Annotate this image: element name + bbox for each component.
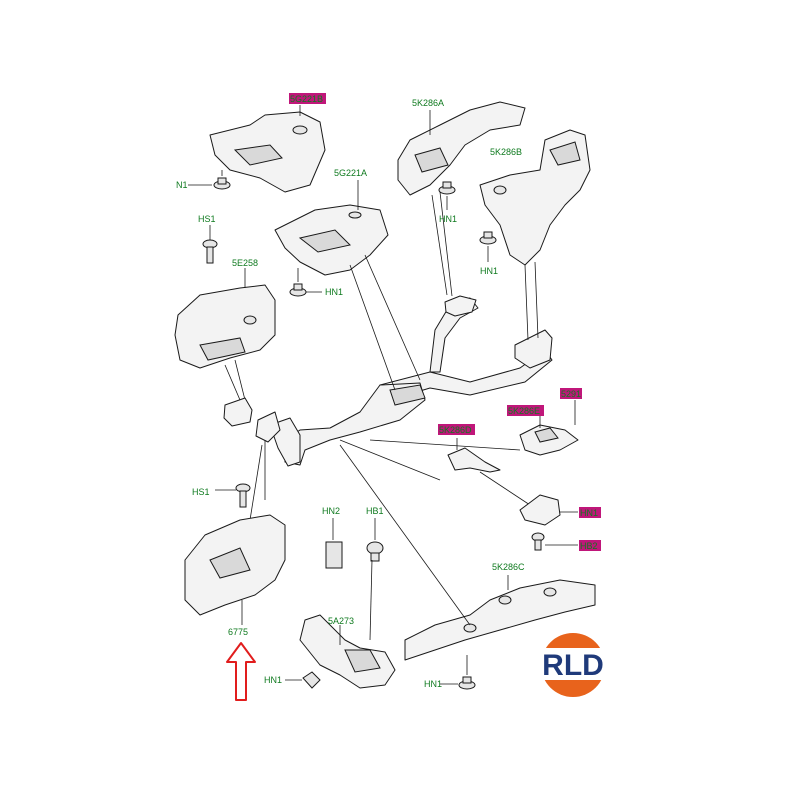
screw-hs1-top — [202, 225, 218, 264]
label-6775: 6775 — [228, 627, 248, 637]
exhaust-pipe-assembly — [269, 295, 553, 467]
nut-hn1-c — [479, 231, 497, 262]
screw-hs1-bottom — [215, 483, 251, 508]
label-5k286e: 5K286E — [508, 406, 540, 416]
nut-hn1-b — [438, 181, 456, 210]
bolt-hb1 — [366, 518, 384, 562]
heat-shield-5k286b — [479, 129, 591, 341]
highlight-hb2 — [579, 540, 601, 551]
heat-shield-5e258 — [174, 268, 276, 401]
heat-shield-5k286d — [339, 438, 531, 506]
label-hb1: HB1 — [366, 506, 384, 516]
label-5g221a: 5G221A — [334, 168, 367, 178]
heat-shield-5k286a — [397, 101, 526, 297]
heat-shield-5k286c — [339, 444, 596, 661]
label-hs1-bottom: HS1 — [192, 487, 210, 497]
label-hb2: HB2 — [580, 541, 598, 551]
label-hn1-b: HN1 — [439, 214, 457, 224]
label-5291: 5291 — [561, 389, 581, 399]
rld-logo-text: RLD — [542, 649, 604, 682]
bracket-hn1-d — [519, 494, 578, 526]
label-hn1-e: HN1 — [264, 675, 282, 685]
heat-shield-5a273 — [299, 559, 396, 689]
clip-hn1-e — [285, 671, 321, 689]
nut-n1 — [188, 170, 231, 190]
label-5a273: 5A273 — [328, 616, 354, 626]
label-n1: N1 — [176, 180, 188, 190]
highlight-5k286d — [438, 424, 475, 435]
label-hs1-top: HS1 — [198, 214, 216, 224]
heat-shield-5k286e — [369, 400, 579, 456]
label-hn2: HN2 — [322, 506, 340, 516]
bolt-hb2 — [531, 532, 578, 551]
nut-hn1-a — [289, 268, 322, 297]
label-5g221b: 5G221B — [290, 94, 323, 104]
label-hn1-f: HN1 — [424, 679, 442, 689]
highlight-5291 — [560, 388, 582, 399]
label-5k286a: 5K286A — [412, 98, 444, 108]
label-hn1-c: HN1 — [480, 266, 498, 276]
label-5k286b: 5K286B — [490, 147, 522, 157]
rld-logo: RLD — [540, 633, 606, 697]
label-5k286d: 5K286D — [439, 425, 472, 435]
clip-hn2 — [325, 518, 343, 569]
red-arrow-icon — [226, 642, 256, 701]
nut-hn1-f — [440, 655, 476, 690]
label-hn1-d: HN1 — [580, 508, 598, 518]
highlight-5g221b — [289, 93, 326, 104]
highlight-hn1-d — [579, 507, 601, 518]
label-5e258: 5E258 — [232, 258, 258, 268]
heat-shield-5g221a — [274, 180, 421, 391]
label-5k286c: 5K286C — [492, 562, 525, 572]
label-hn1-a: HN1 — [325, 287, 343, 297]
bracket-left — [223, 397, 281, 521]
heat-shield-5g221b — [209, 105, 326, 193]
highlight-5k286e — [507, 405, 544, 416]
heat-shield-6775 — [184, 514, 286, 625]
